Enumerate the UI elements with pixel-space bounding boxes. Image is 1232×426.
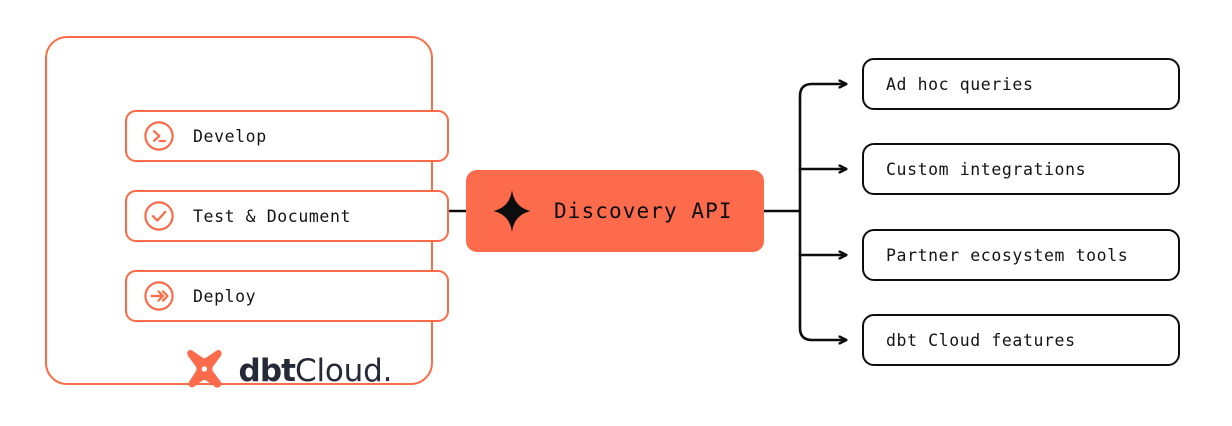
stage-label: Develop xyxy=(193,126,267,146)
dbt-cloud-panel: Develop Test & Document Deploy dbtC xyxy=(45,36,449,388)
discovery-api-node[interactable]: Discovery API xyxy=(466,170,764,252)
output-label: Partner ecosystem tools xyxy=(886,245,1129,265)
dbt-cloud-wordmark: dbtCloud. xyxy=(238,352,393,389)
dbt-cloud-logo: dbtCloud. xyxy=(125,341,449,401)
discovery-api-label: Discovery API xyxy=(554,199,733,223)
wire-branch-4 xyxy=(798,326,846,340)
terminal-prompt-icon xyxy=(144,121,174,151)
fast-forward-arrow-icon xyxy=(144,281,174,311)
output-item-ad-hoc-queries[interactable]: Ad hoc queries xyxy=(862,58,1180,110)
output-item-partner-ecosystem-tools[interactable]: Partner ecosystem tools xyxy=(862,229,1180,281)
stage-item-deploy[interactable]: Deploy xyxy=(125,270,449,322)
logo-light-text: Cloud xyxy=(295,352,383,389)
output-label: dbt Cloud features xyxy=(886,330,1076,350)
output-item-dbt-cloud-features[interactable]: dbt Cloud features xyxy=(862,314,1180,366)
logo-trailing-dot: . xyxy=(382,352,393,389)
wire-branch-1 xyxy=(798,84,846,98)
stage-item-test-and-document[interactable]: Test & Document xyxy=(125,190,449,242)
check-circle-icon xyxy=(144,201,174,231)
dbt-logo-mark xyxy=(186,350,222,388)
sparkle-star-icon xyxy=(493,190,531,232)
output-item-custom-integrations[interactable]: Custom integrations xyxy=(862,143,1180,195)
stage-label: Test & Document xyxy=(193,206,352,226)
stage-item-develop[interactable]: Develop xyxy=(125,110,449,162)
output-label: Ad hoc queries xyxy=(886,74,1034,94)
output-label: Custom integrations xyxy=(886,159,1087,179)
stage-label: Deploy xyxy=(193,286,257,306)
logo-bold-text: dbt xyxy=(238,352,296,389)
